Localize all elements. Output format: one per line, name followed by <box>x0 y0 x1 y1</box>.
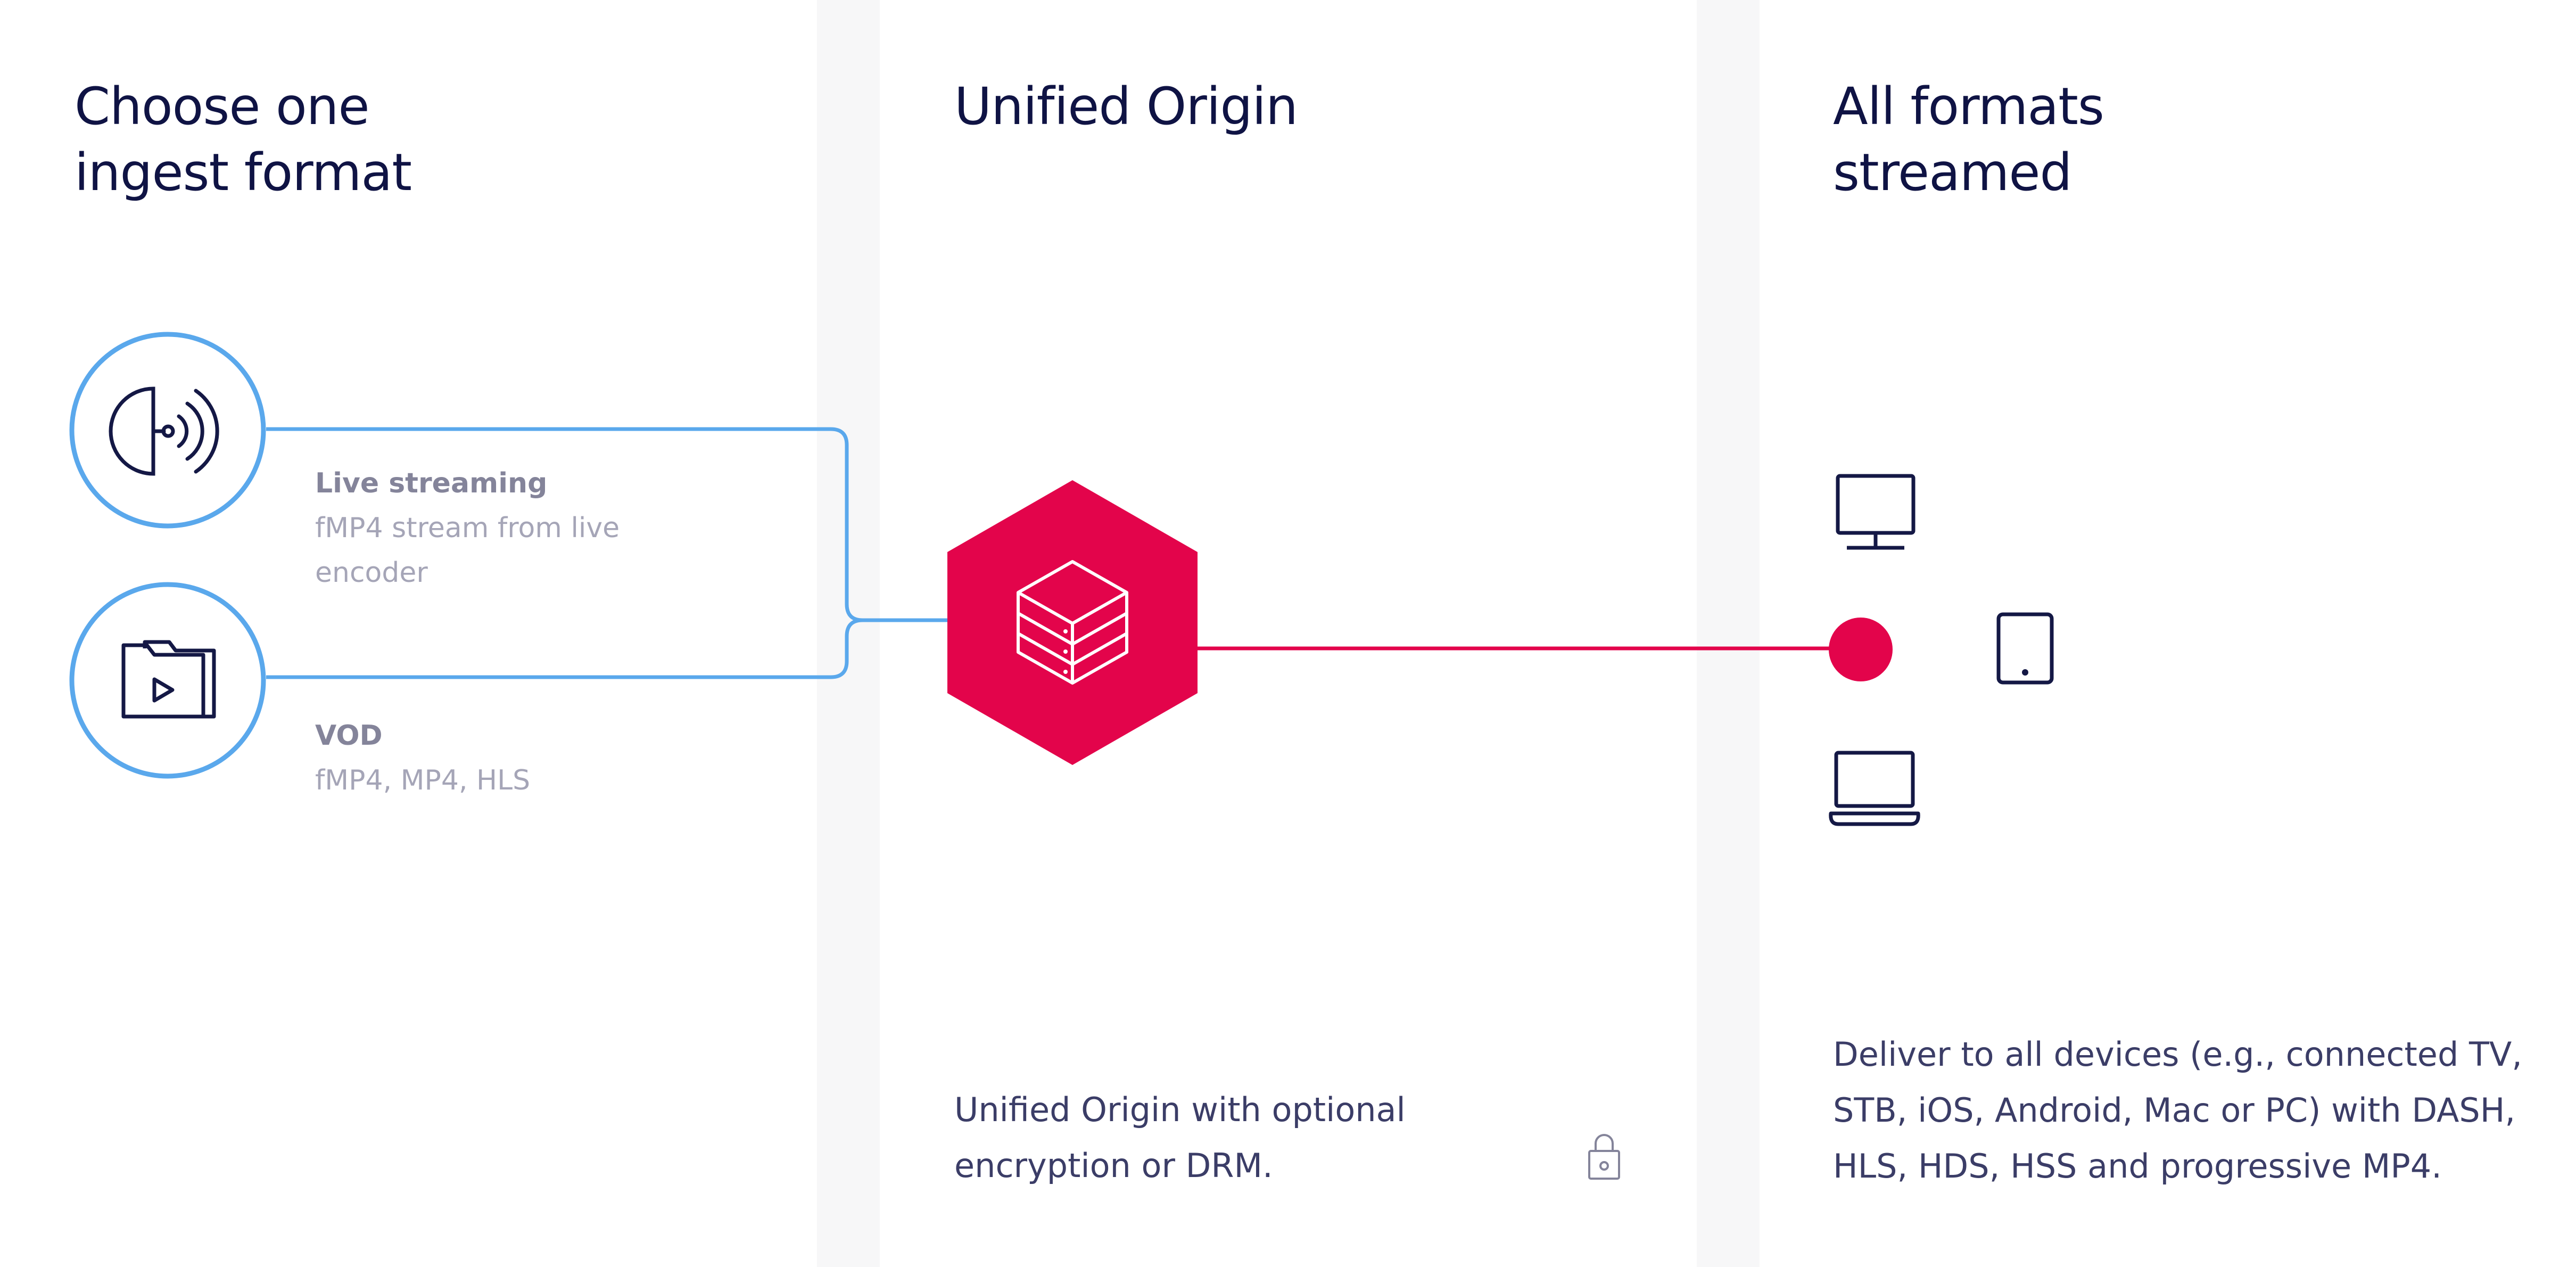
server-stack-icon <box>1017 560 1128 685</box>
vod-description: fMP4, MP4, HLS <box>315 764 531 796</box>
tablet-icon <box>1996 612 2054 685</box>
output-node-dot <box>1829 618 1893 681</box>
lock-icon <box>1588 1134 1620 1180</box>
live-streaming-description: fMP4 stream from live encoder <box>315 512 620 589</box>
unified-origin-node <box>947 480 1198 765</box>
vod-title: VOD <box>315 720 383 752</box>
live-streaming-node <box>69 332 266 529</box>
live-streaming-title: Live streaming <box>315 467 548 499</box>
column-divider-right <box>1697 0 1760 1267</box>
ingest-heading: Choose one ingest format <box>75 77 412 202</box>
live-broadcast-icon <box>109 386 219 476</box>
output-description: Deliver to all devices (e.g., connected … <box>1833 1035 2523 1186</box>
origin-description: Unified Origin with optional encryption … <box>954 1090 1406 1185</box>
origin-heading: Unified Origin <box>954 77 1298 136</box>
vod-connector-line <box>266 618 863 679</box>
vod-node <box>69 582 266 779</box>
monitor-icon <box>1836 474 1916 550</box>
laptop-icon <box>1829 751 1920 826</box>
video-folder-icon <box>121 640 216 719</box>
output-heading: All formats streamed <box>1833 77 2104 202</box>
